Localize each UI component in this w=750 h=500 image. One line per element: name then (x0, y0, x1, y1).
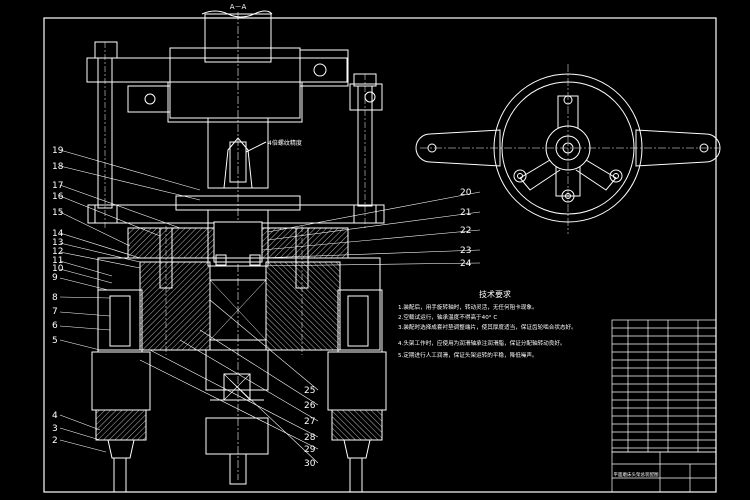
part-number-13: 13 (52, 238, 63, 248)
part-number-20: 20 (460, 188, 472, 198)
part-number-25: 25 (304, 386, 315, 396)
part-number-2: 2 (52, 436, 58, 446)
tech-requirements-list: 1.装配后，用手旋转轴时，转动灵活，无任何阻卡现象。 2.空载试运行，轴承温度不得… (398, 303, 577, 359)
part-number-24: 24 (460, 259, 472, 269)
tech-requirement-item: 2.空载试运行，轴承温度不得高于40° C (398, 313, 497, 321)
callout-note: 4倍螺纹精度 (268, 139, 302, 147)
leaders-bottom (139, 299, 319, 464)
title-block (611, 319, 717, 493)
tech-requirement-item: 1.装配后，用手旋转轴时，转动灵活，无任何阻卡现象。 (398, 303, 538, 311)
part-number-27: 27 (304, 417, 315, 427)
part-number-16: 16 (52, 192, 64, 202)
drawing-frame (43, 17, 717, 493)
part-number-15: 15 (52, 208, 63, 218)
title-block-caption: 平面磨床头架总装配图 (614, 471, 659, 478)
part-number-29: 29 (304, 445, 316, 455)
part-number-22: 22 (460, 226, 471, 236)
part-number-19: 19 (52, 146, 64, 156)
part-number-30: 30 (304, 459, 316, 469)
part-number-28: 28 (304, 433, 316, 443)
part-number-10: 10 (52, 264, 64, 274)
tech-requirement-item: 3.装配时选择成套衬垫调整端片，使其厚度适当，保证齿轮啮合状态好。 (398, 323, 577, 331)
part-number-3: 3 (52, 424, 58, 434)
part-number-17: 17 (52, 181, 63, 191)
part-number-11: 11 (52, 256, 63, 266)
section-view: A－A 4倍螺纹精度 (86, 3, 387, 493)
part-number-18: 18 (52, 162, 64, 172)
part-number-14: 14 (52, 229, 64, 239)
tech-requirements-title: 技术要求 (479, 289, 511, 299)
part-number-labels-right: 20 21 22 23 24 (460, 188, 472, 269)
part-number-7: 7 (52, 307, 58, 317)
part-number-5: 5 (52, 336, 58, 346)
tech-requirement-item: 5.定期进行人工润滑，保证头架运转的平稳，降低噪声。 (398, 351, 538, 359)
leaders-right (255, 191, 481, 267)
top-view (415, 64, 721, 234)
part-number-4: 4 (52, 411, 58, 421)
part-number-labels-bottom: 25 26 27 28 29 30 (304, 386, 316, 469)
part-number-8: 8 (52, 293, 58, 303)
part-number-23: 23 (460, 246, 471, 256)
part-number-9: 9 (52, 273, 58, 283)
part-number-6: 6 (52, 321, 58, 331)
section-label: A－A (230, 3, 247, 11)
leaders-left (59, 149, 201, 453)
tech-requirement-item: 4.头架工作时，应使用为润滑轴承注润滑脂，保证分配轴转动良好。 (398, 339, 566, 347)
part-number-26: 26 (304, 401, 316, 411)
part-number-21: 21 (460, 208, 471, 218)
part-number-12: 12 (52, 247, 63, 257)
